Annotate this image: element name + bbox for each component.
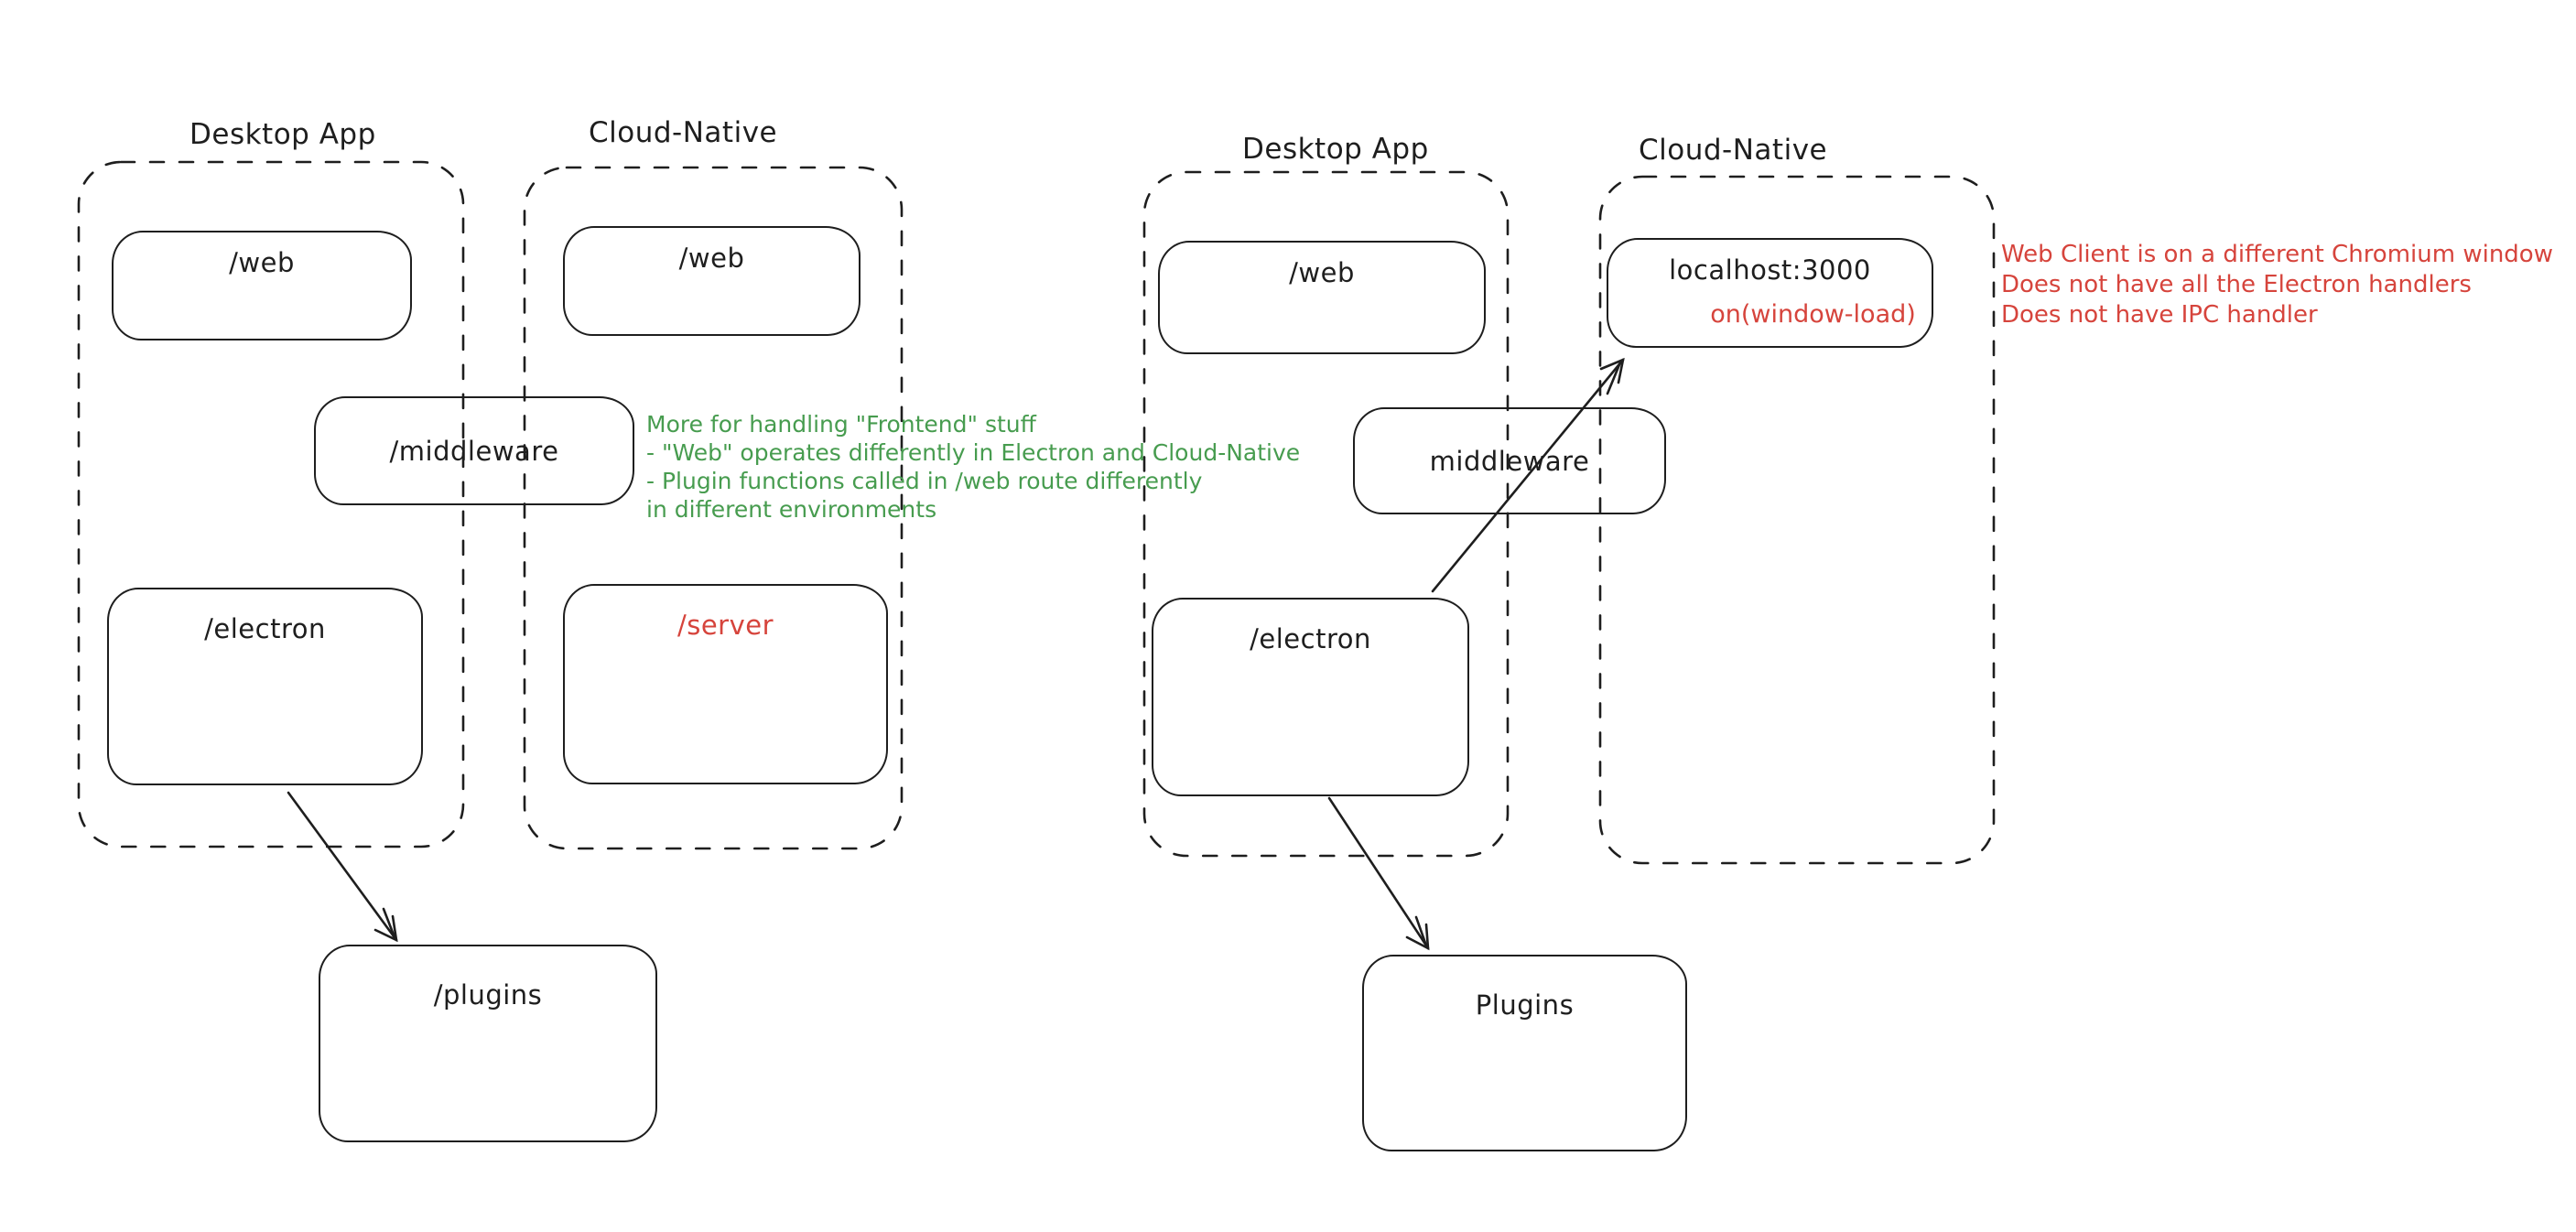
box-server-left-label: /server bbox=[676, 610, 774, 641]
note-web-client-line-2: Does not have all the Electron handlers bbox=[2001, 271, 2472, 298]
arrow-electron-to-plugins-right bbox=[1327, 796, 1430, 951]
box-middleware-right: middleware bbox=[1353, 407, 1666, 514]
note-frontend-line-3: - Plugin functions called in /web route … bbox=[646, 468, 1203, 494]
box-middleware-right-label: middleware bbox=[1429, 445, 1590, 477]
title-desktop-app-left: Desktop App bbox=[189, 118, 376, 151]
box-plugins-left: /plugins bbox=[319, 945, 657, 1142]
box-web-cloud-left-label: /web bbox=[678, 243, 745, 274]
container-cloud-native-right bbox=[1598, 175, 1996, 865]
box-web-desktop-right: /web bbox=[1158, 241, 1486, 354]
note-frontend-line-1: More for handling "Frontend" stuff bbox=[646, 411, 1036, 438]
note-frontend-line-4: in different environments bbox=[646, 496, 937, 523]
box-plugins-right: Plugins bbox=[1362, 955, 1687, 1151]
title-desktop-app-right: Desktop App bbox=[1242, 133, 1429, 166]
box-web-desktop-left-label: /web bbox=[229, 247, 295, 278]
title-cloud-native-right: Cloud-Native bbox=[1639, 134, 1828, 167]
note-web-client-warning: Web Client is on a different Chromium wi… bbox=[2001, 240, 2553, 330]
box-electron-right-label: /electron bbox=[1250, 623, 1371, 654]
box-web-desktop-left: /web bbox=[112, 231, 412, 340]
box-electron-right: /electron bbox=[1152, 598, 1469, 796]
box-plugins-right-label: Plugins bbox=[1475, 989, 1575, 1021]
box-middleware-left: /middleware bbox=[314, 396, 634, 505]
note-frontend-handling: More for handling "Frontend" stuff - "We… bbox=[646, 410, 1300, 524]
note-frontend-line-2: - "Web" operates differently in Electron… bbox=[646, 439, 1301, 466]
container-cloud-native-left bbox=[523, 166, 904, 850]
arrow-electron-to-localhost bbox=[1431, 357, 1625, 593]
box-localhost-3000-label: localhost:3000 bbox=[1669, 254, 1871, 286]
box-localhost-event-label: on(window-load) bbox=[1710, 300, 1916, 329]
box-electron-left: /electron bbox=[107, 588, 423, 785]
box-localhost-3000: localhost:3000 on(window-load) bbox=[1607, 238, 1933, 348]
note-web-client-line-3: Does not have IPC handler bbox=[2001, 301, 2318, 329]
title-cloud-native-left: Cloud-Native bbox=[589, 116, 778, 149]
container-desktop-app-left bbox=[77, 160, 465, 848]
box-electron-left-label: /electron bbox=[204, 613, 326, 644]
box-web-cloud-left: /web bbox=[563, 226, 860, 336]
arrow-electron-to-plugins-left bbox=[287, 791, 398, 943]
box-middleware-left-label: /middleware bbox=[389, 435, 559, 467]
note-web-client-line-1: Web Client is on a different Chromium wi… bbox=[2001, 241, 2553, 268]
box-server-left: /server bbox=[563, 584, 888, 784]
box-plugins-left-label: /plugins bbox=[433, 979, 543, 1010]
box-web-desktop-right-label: /web bbox=[1289, 257, 1355, 288]
